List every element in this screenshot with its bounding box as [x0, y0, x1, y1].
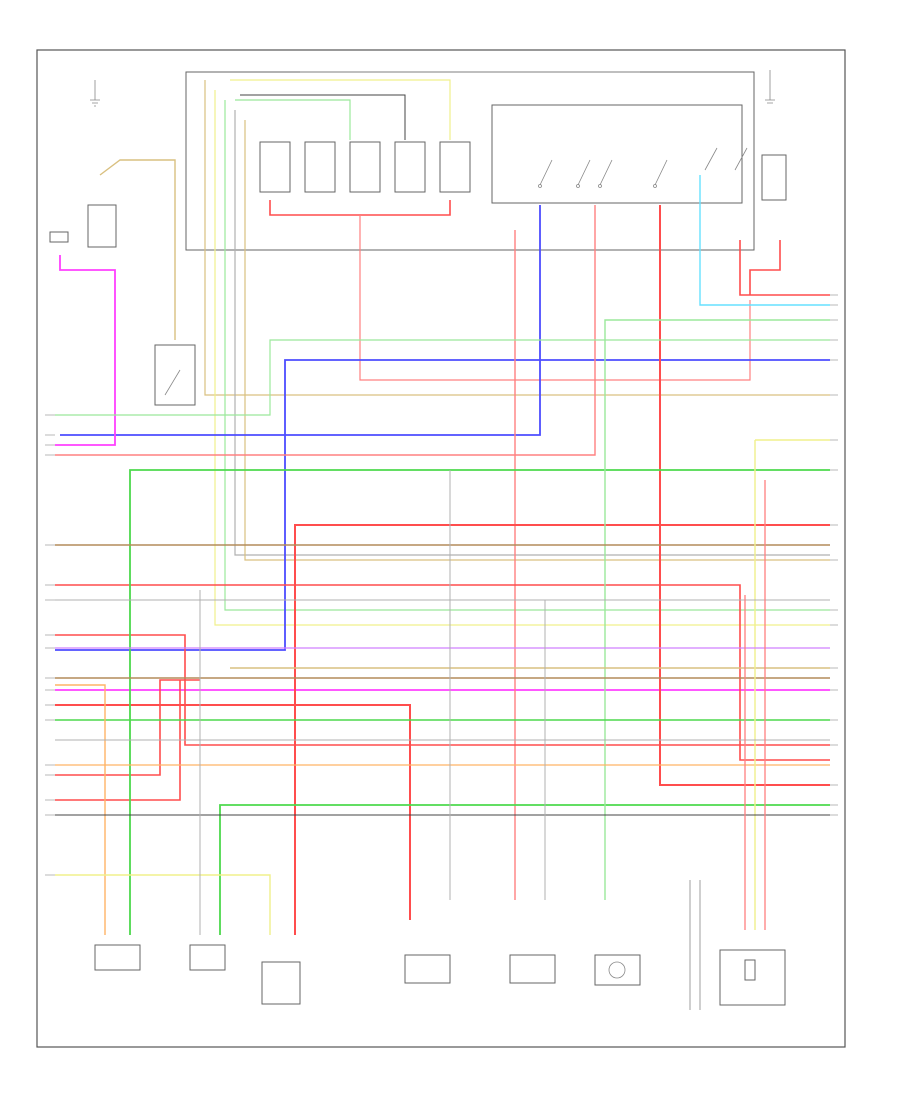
relay-3: [349, 141, 381, 193]
wire-lightgreen-1: [55, 339, 830, 416]
component-solenoid-2: [509, 954, 556, 984]
right-relay-box: [761, 154, 787, 201]
wire-pink-1: [55, 205, 596, 456]
relay-1: [259, 141, 291, 193]
wire-green-long-1: [129, 469, 830, 935]
wire-tan-1: [204, 80, 830, 396]
switch-icon: [164, 369, 181, 396]
component-sensor-1: [94, 944, 141, 971]
right-edge-pins: [830, 294, 838, 816]
relay-4: [394, 141, 426, 193]
left-upper-components: [49, 80, 196, 406]
left-connector: [49, 231, 69, 243]
component-module: [261, 961, 301, 1005]
component-speed-sensor: [594, 954, 641, 986]
wire-green-1: [224, 100, 830, 611]
ground-icon: [765, 70, 775, 104]
wire-red-relay-bus: [269, 200, 451, 216]
wire-red-vertical: [359, 215, 751, 381]
wire-group-vertical-top: [204, 79, 830, 626]
component-solenoid-1: [404, 954, 451, 984]
wire-orange-h1: [55, 684, 106, 935]
switch-contact-1: [538, 184, 542, 188]
relay-group: [259, 141, 471, 193]
left-switch-box: [154, 344, 196, 406]
wire-magenta-1: [55, 255, 116, 446]
wire-red-mid-3: [55, 679, 200, 776]
bottom-components: [94, 880, 786, 1010]
wire-blue: [55, 205, 830, 651]
wire-yellow-2: [230, 79, 451, 140]
switch-module-box: [491, 104, 743, 204]
resistor-icon: [689, 880, 701, 1010]
wire-yellow-h1: [55, 874, 271, 935]
right-upper-components: [761, 70, 787, 201]
wire-yellow-h2: [754, 439, 830, 930]
wire-green-2: [235, 99, 351, 140]
component-connector: [719, 949, 786, 1006]
left-edge-pins: [45, 414, 55, 876]
wire-cyan: [699, 175, 830, 306]
wire-red-mid-2: [55, 634, 830, 746]
switch-contact-2: [576, 184, 580, 188]
switch-contact-4: [653, 184, 657, 188]
ground-icon: [90, 80, 100, 107]
wire-red-long-2: [294, 524, 830, 935]
switch-icon-group: [538, 147, 748, 188]
wire-green-long-3: [604, 319, 830, 900]
wire-gray-v: [199, 470, 546, 935]
wire-red-long-1: [659, 205, 830, 786]
wire-black-1: [240, 94, 406, 140]
wire-red-long-3: [55, 704, 411, 920]
component-sensor-2: [189, 944, 226, 971]
wire-red-mid-1: [55, 584, 830, 761]
wire-red-right-top: [739, 240, 830, 296]
left-relay-box: [87, 204, 117, 248]
connector-icon: [744, 959, 756, 981]
wire-green-long-2: [219, 804, 830, 935]
wire-tan-2: [244, 120, 830, 561]
switch-contact-3: [598, 184, 602, 188]
relay-2: [304, 141, 336, 193]
wire-pink-v-right: [744, 480, 766, 930]
wire-gray-1: [234, 110, 830, 556]
diagram-frame: [36, 49, 846, 1048]
switch-icon: [539, 147, 748, 186]
wire-tan-vertical: [99, 159, 176, 340]
sensor-icon: [608, 961, 626, 979]
relay-5: [439, 141, 471, 193]
wire-yellow-1: [214, 90, 830, 626]
